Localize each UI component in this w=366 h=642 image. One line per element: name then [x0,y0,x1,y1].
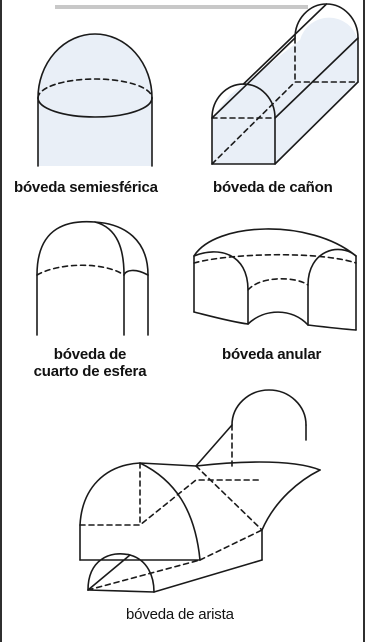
annular-right-base [307,324,357,331]
annular-spring-hidden [193,253,357,264]
groin-diag-lower-right [153,559,263,593]
groin-front-base [87,589,155,593]
groin-cross-curve-right [261,469,321,531]
groin-ridge-upper [195,424,233,467]
label-cuarto-line-1: bóveda de [53,346,127,363]
quarter-base-hidden [36,264,125,276]
groin-hidden-springs [87,529,263,591]
right-top-edge [274,37,359,119]
groin-right-arch [195,461,321,471]
semispherical-vault-shading [38,34,152,166]
semispherical-vault-drawing [37,33,153,167]
base-right-edge [274,81,359,165]
front-base-ellipse [37,97,153,118]
ridge-line [242,3,328,85]
label-cuarto-line-2: cuarto de esfera [33,363,147,380]
dome-arc [37,33,153,99]
top-gray-rule [55,5,308,9]
label-cuarto-de-esfera: bóveda de cuarto de esfera [20,346,160,380]
groin-vault-drawing [79,389,321,593]
annular-inner-left-arch [193,251,249,325]
annular-inner-base [247,311,309,326]
barrel-vault-drawing [211,3,359,165]
annular-vault-drawing [193,228,357,331]
right-frame-line [363,0,365,642]
left-frame-line [0,0,2,642]
annular-outer-arc [193,228,357,257]
label-semiesferica: bóveda semiesférica [14,179,158,196]
groin-diag-lower-left [87,554,131,591]
groin-left-arch [79,462,141,526]
barrel-hidden-lines [211,37,359,165]
groin-hidden-edges [79,424,263,531]
quarter-front-arch [94,221,125,276]
back-base-ellipse-hidden [37,78,153,99]
quarter-outer-arc [36,220,149,276]
groin-left-top [139,462,197,467]
label-arista: bóveda de arista [126,606,234,623]
label-anular: bóveda anular [222,346,322,363]
groin-cross-curve-left [139,462,201,561]
label-canon: bóveda de cañon [213,179,333,196]
quarter-sphere-vault-drawing [36,220,149,336]
annular-inner-hidden [247,277,309,291]
quarter-front-plane [123,269,149,276]
groin-back-arch [231,389,307,426]
left-top-edge [211,37,296,119]
annular-outer-base [193,311,249,325]
annular-inner-right-arch [307,248,357,326]
